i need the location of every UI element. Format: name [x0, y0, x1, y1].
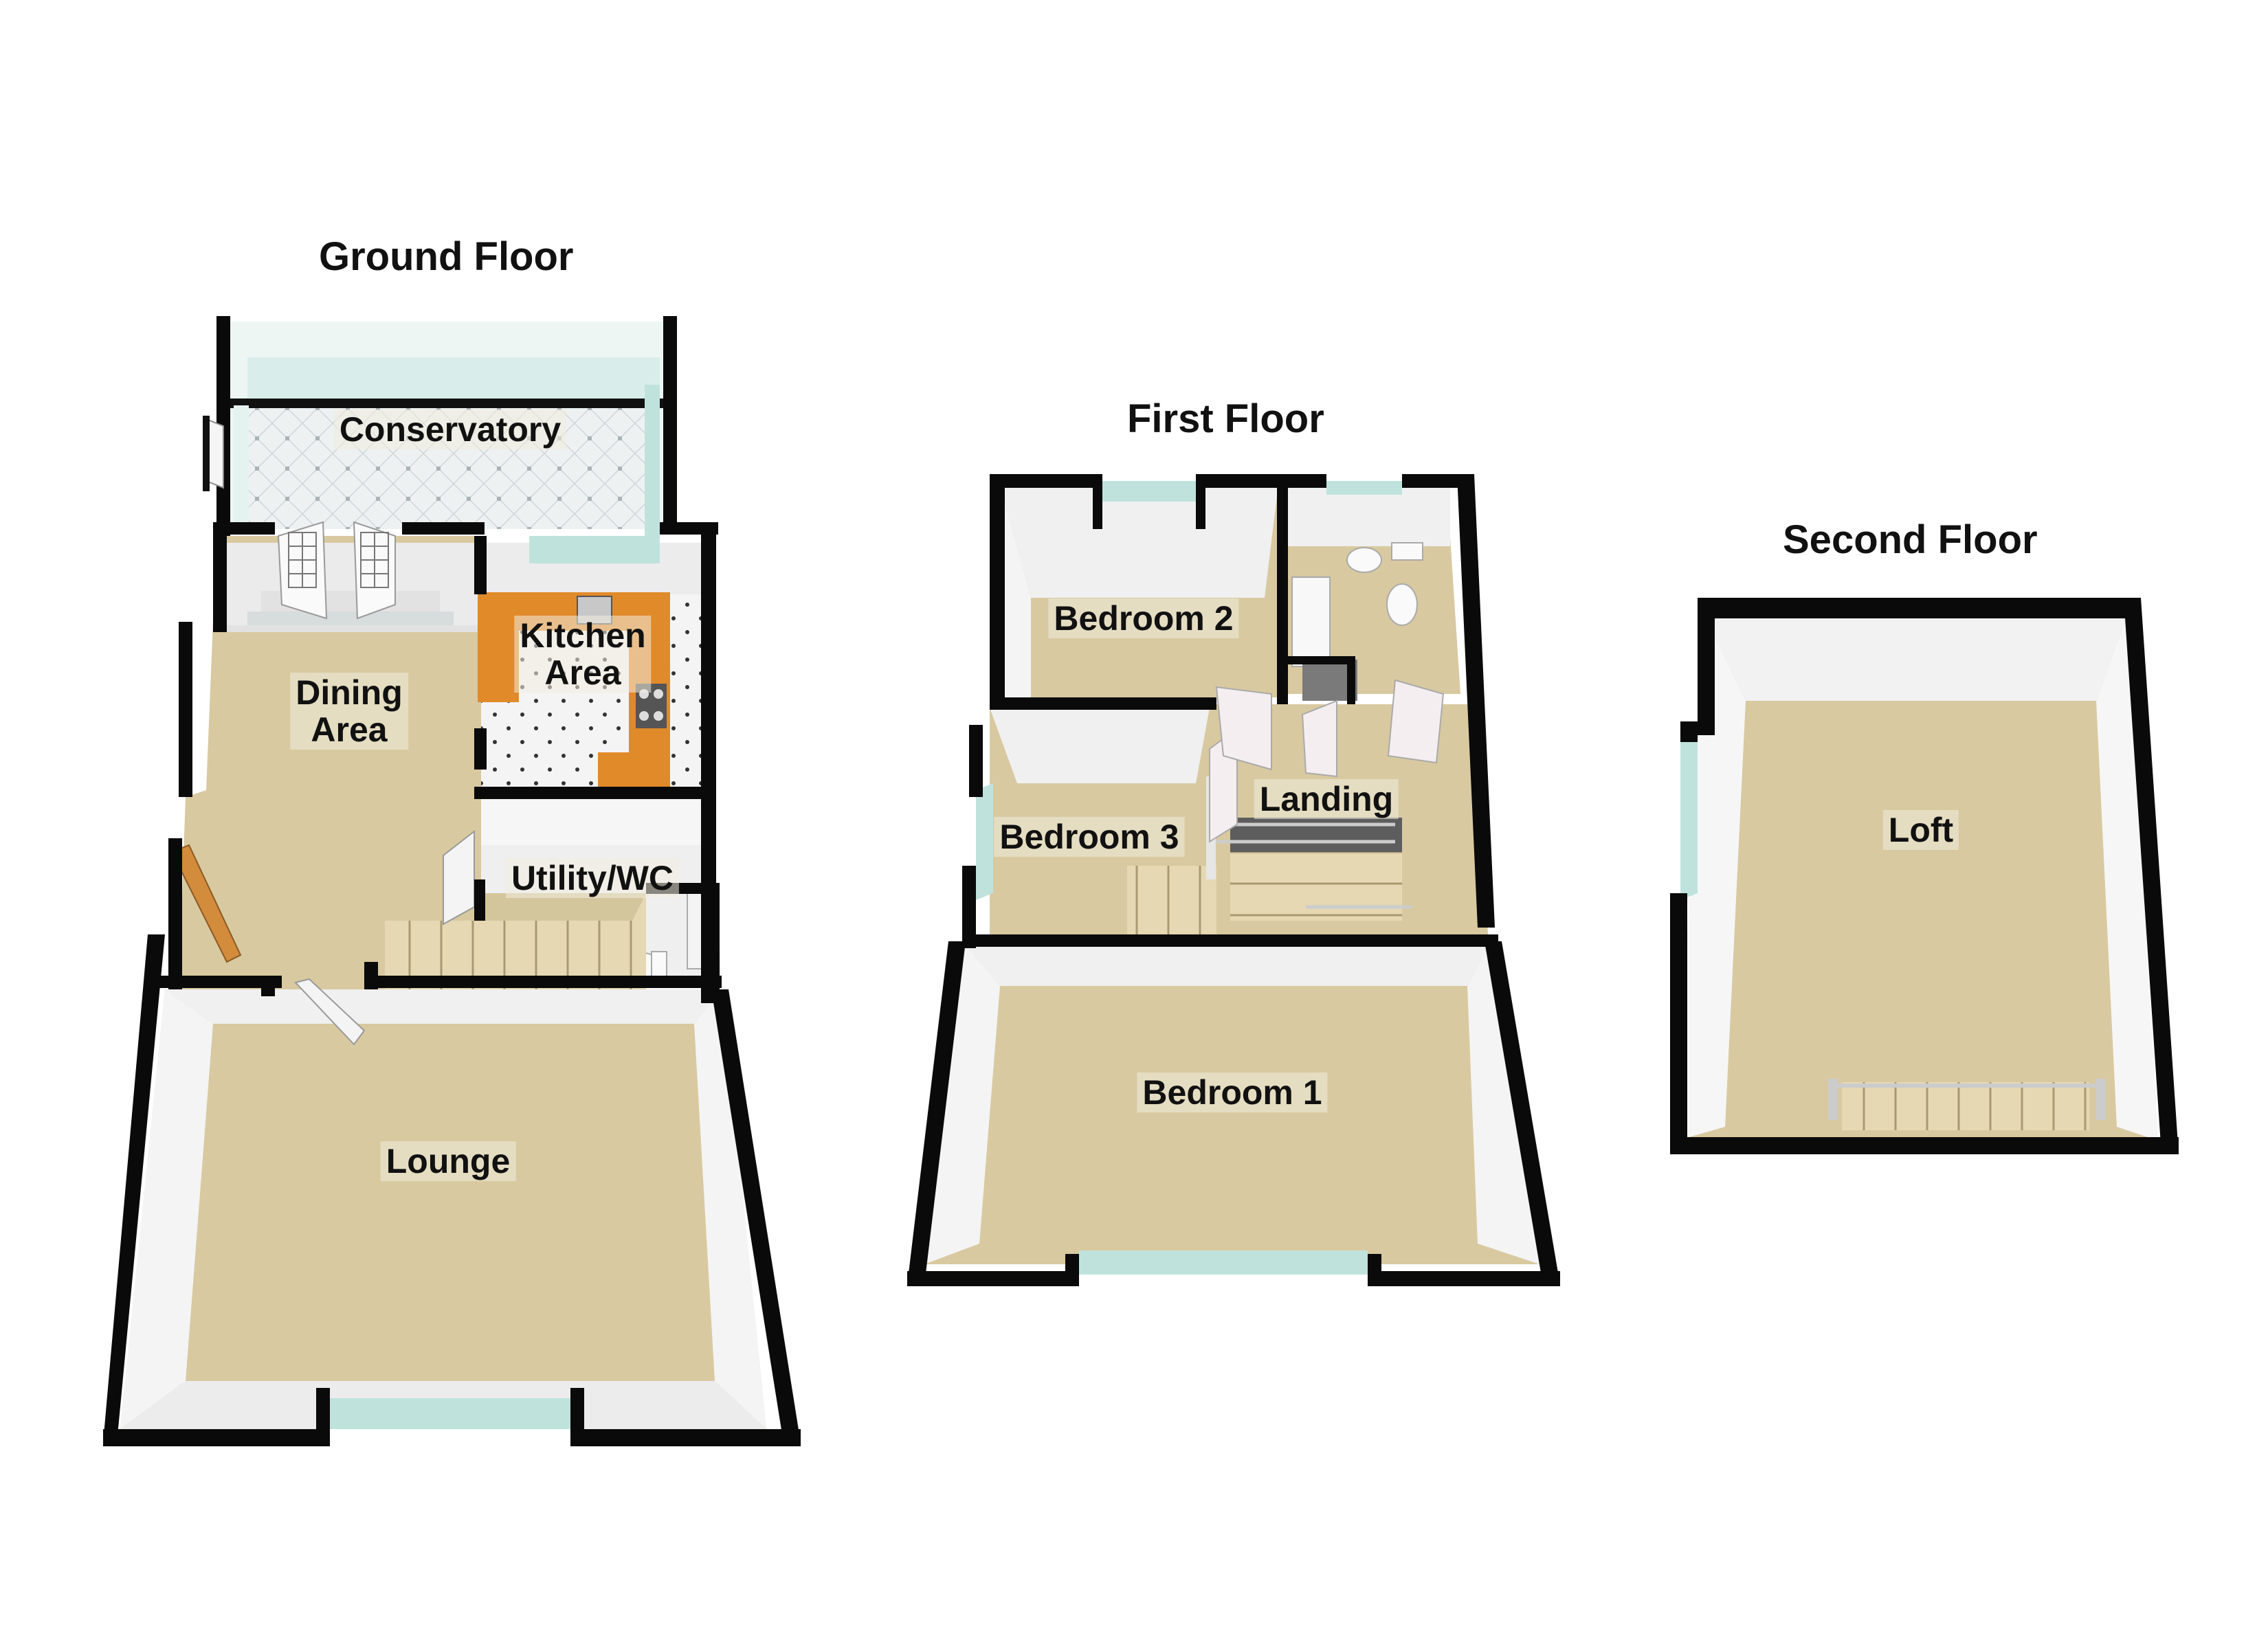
conservatory-side-door — [203, 416, 224, 491]
second-floor-title: Second Floor — [1783, 517, 2038, 562]
bedroom-1-room — [924, 941, 1539, 1275]
lounge-room — [120, 989, 766, 1429]
room-label-landing: Landing — [1254, 779, 1399, 819]
room-label-kitchen-area: Kitchen Area — [514, 616, 652, 693]
second-floor-walls — [1670, 598, 2179, 1154]
room-label-lounge: Lounge — [380, 1141, 516, 1181]
front-door — [170, 844, 242, 963]
first-floor-walls — [907, 474, 1560, 1286]
ground-floor-walls — [103, 522, 801, 1446]
french-doors — [277, 521, 396, 620]
ground-floor-stairs — [385, 893, 646, 989]
ground-floor-plan — [103, 316, 801, 1446]
bedroom-2-room — [1000, 481, 1278, 697]
room-label-bedroom-2: Bedroom 2 — [1048, 598, 1239, 638]
landing-doors — [1209, 679, 1458, 1008]
loft-room — [1677, 615, 2158, 1141]
second-floor-plan — [1670, 598, 2179, 1154]
ground-floor-title: Ground Floor — [319, 234, 574, 279]
room-label-loft: Loft — [1882, 810, 1959, 850]
room-label-conservatory: Conservatory — [333, 410, 567, 449]
first-floor-title: First Floor — [1127, 396, 1324, 441]
room-label-dining-area: Dining Area — [290, 673, 408, 750]
first-floor-plan — [907, 474, 1560, 1286]
room-label-bedroom-1: Bedroom 1 — [1137, 1073, 1328, 1112]
bathroom-room — [1282, 481, 1460, 701]
lounge-door — [294, 978, 366, 1046]
room-label-bedroom-3: Bedroom 3 — [994, 817, 1185, 857]
room-label-utility-wc: Utility/WC — [505, 858, 680, 898]
